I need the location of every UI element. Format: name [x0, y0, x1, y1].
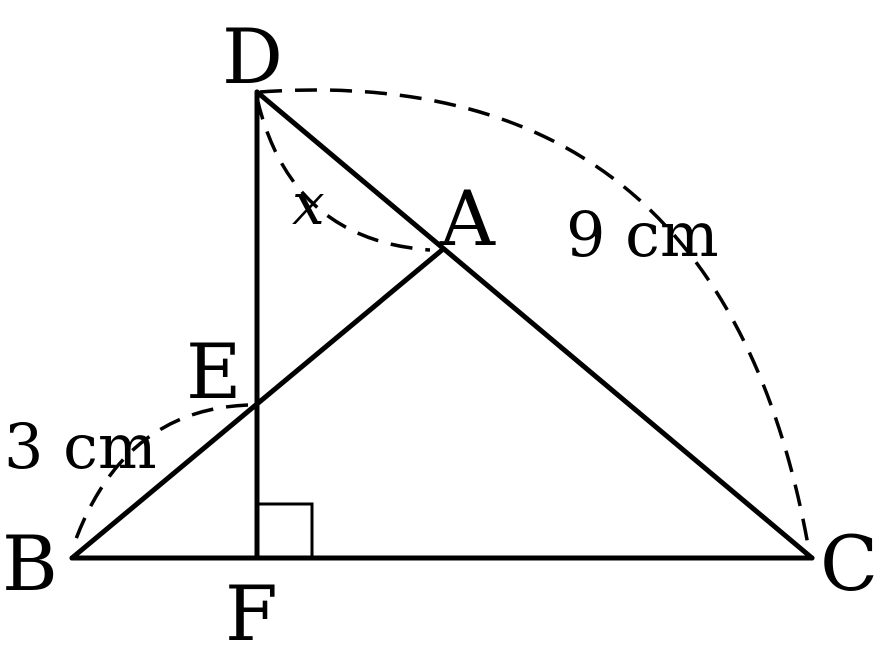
arc-be-measure [70, 403, 249, 551]
label-measure-be: 3 cm [4, 410, 157, 483]
label-point-a: A [439, 174, 496, 263]
label-point-b: B [2, 519, 58, 608]
segment-ba [69, 247, 445, 561]
segment-dc [254, 89, 815, 561]
label-point-f: F [225, 569, 278, 658]
label-angle-x: x [292, 170, 325, 238]
label-measure-dc: 9 cm [566, 198, 719, 271]
label-point-e: E [186, 327, 241, 416]
label-point-c: C [820, 519, 878, 608]
label-point-d: D [222, 12, 283, 101]
arc-angle-x [255, 97, 431, 252]
arc-dc-measure [259, 88, 810, 546]
right-angle-marker [257, 502, 314, 558]
